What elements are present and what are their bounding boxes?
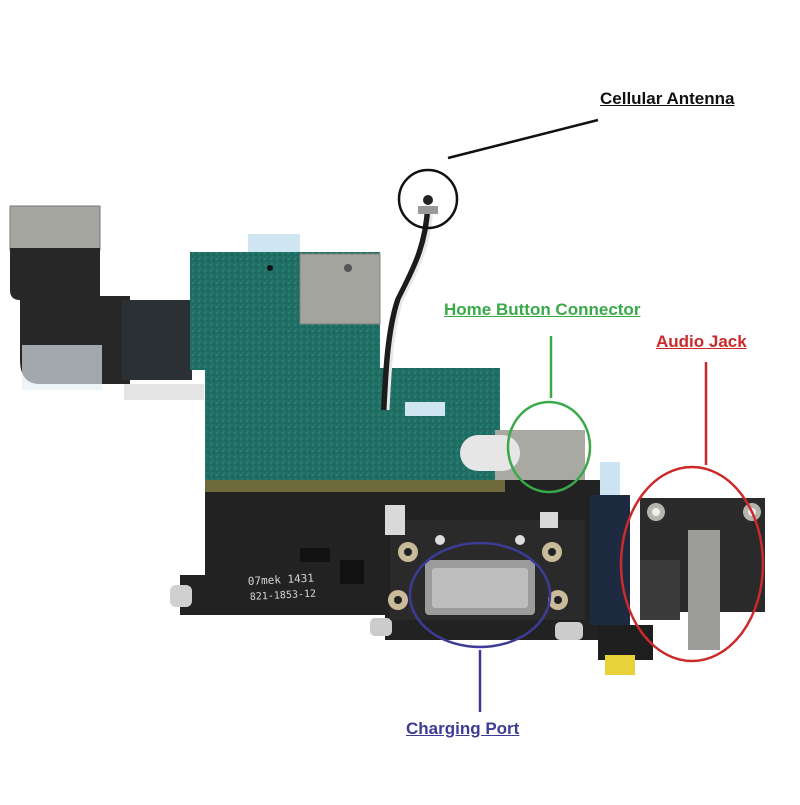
audio-jack-assembly (590, 462, 765, 675)
antenna-callout-circle (397, 168, 459, 230)
antenna-leader-line (447, 118, 599, 160)
audio-jack-callout-ellipse (619, 465, 765, 663)
charging-port-callout-ellipse (408, 541, 552, 649)
board-print-line2: 821-1853-12 (250, 589, 317, 603)
audio-jack-label: Audio Jack (656, 332, 747, 351)
left-flex-arm (9, 205, 204, 400)
cellular-antenna-label: Cellular Antenna (600, 89, 735, 108)
home-button-callout-circle (506, 400, 592, 494)
antenna-cable (381, 195, 438, 411)
board-print-line1: 07mek 1431 (247, 572, 314, 588)
home-button-connector-label: Home Button Connector (444, 300, 641, 319)
lightning-connector (385, 505, 585, 620)
charging-port-label: Charging Port (406, 719, 520, 738)
